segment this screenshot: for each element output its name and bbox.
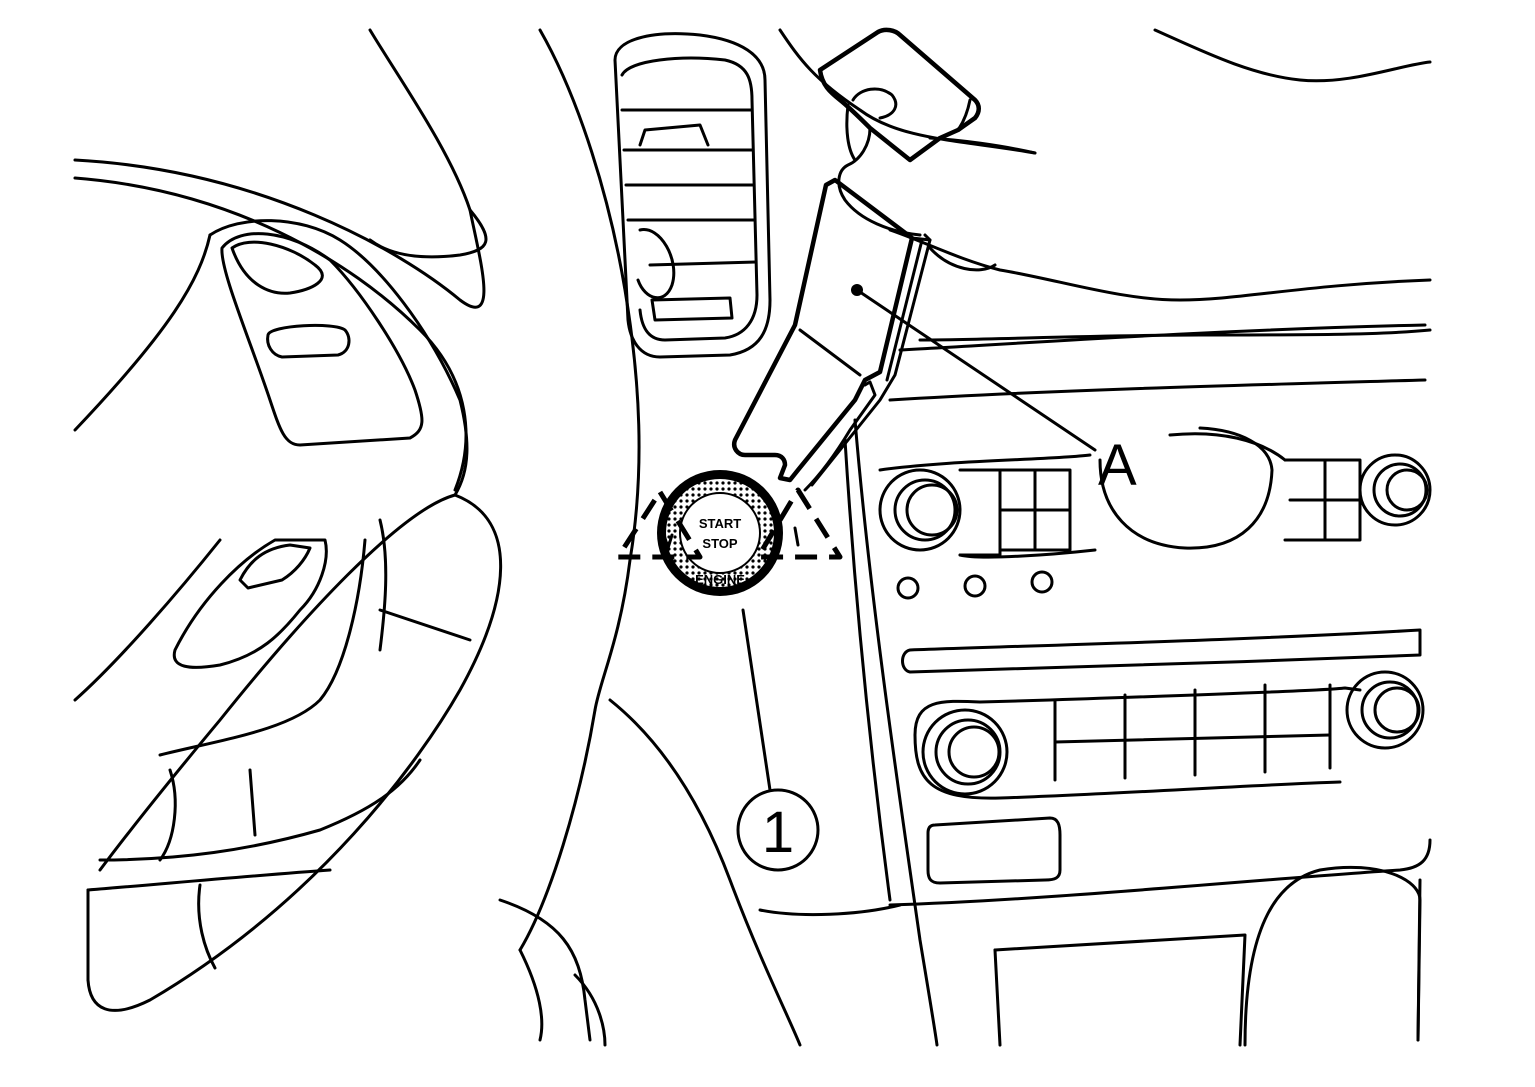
button-text-stop: STOP bbox=[702, 536, 737, 551]
button-text-start: START bbox=[699, 516, 741, 531]
dashed-triangle-right bbox=[755, 487, 843, 560]
callout-1-label: 1 bbox=[762, 800, 794, 865]
air-vent bbox=[613, 32, 772, 359]
column-cover bbox=[498, 28, 902, 1047]
button-text-engine: ENGINE bbox=[695, 572, 745, 587]
tool-A: A bbox=[732, 27, 1137, 498]
steering-wheel bbox=[73, 28, 503, 1012]
dashed-triangle-left bbox=[615, 489, 703, 560]
callout-1-circle bbox=[736, 788, 820, 872]
callout-A-label: A bbox=[1098, 433, 1137, 498]
center-console bbox=[778, 28, 1432, 1047]
push-start-button: START STOP ENGINE bbox=[657, 470, 783, 596]
